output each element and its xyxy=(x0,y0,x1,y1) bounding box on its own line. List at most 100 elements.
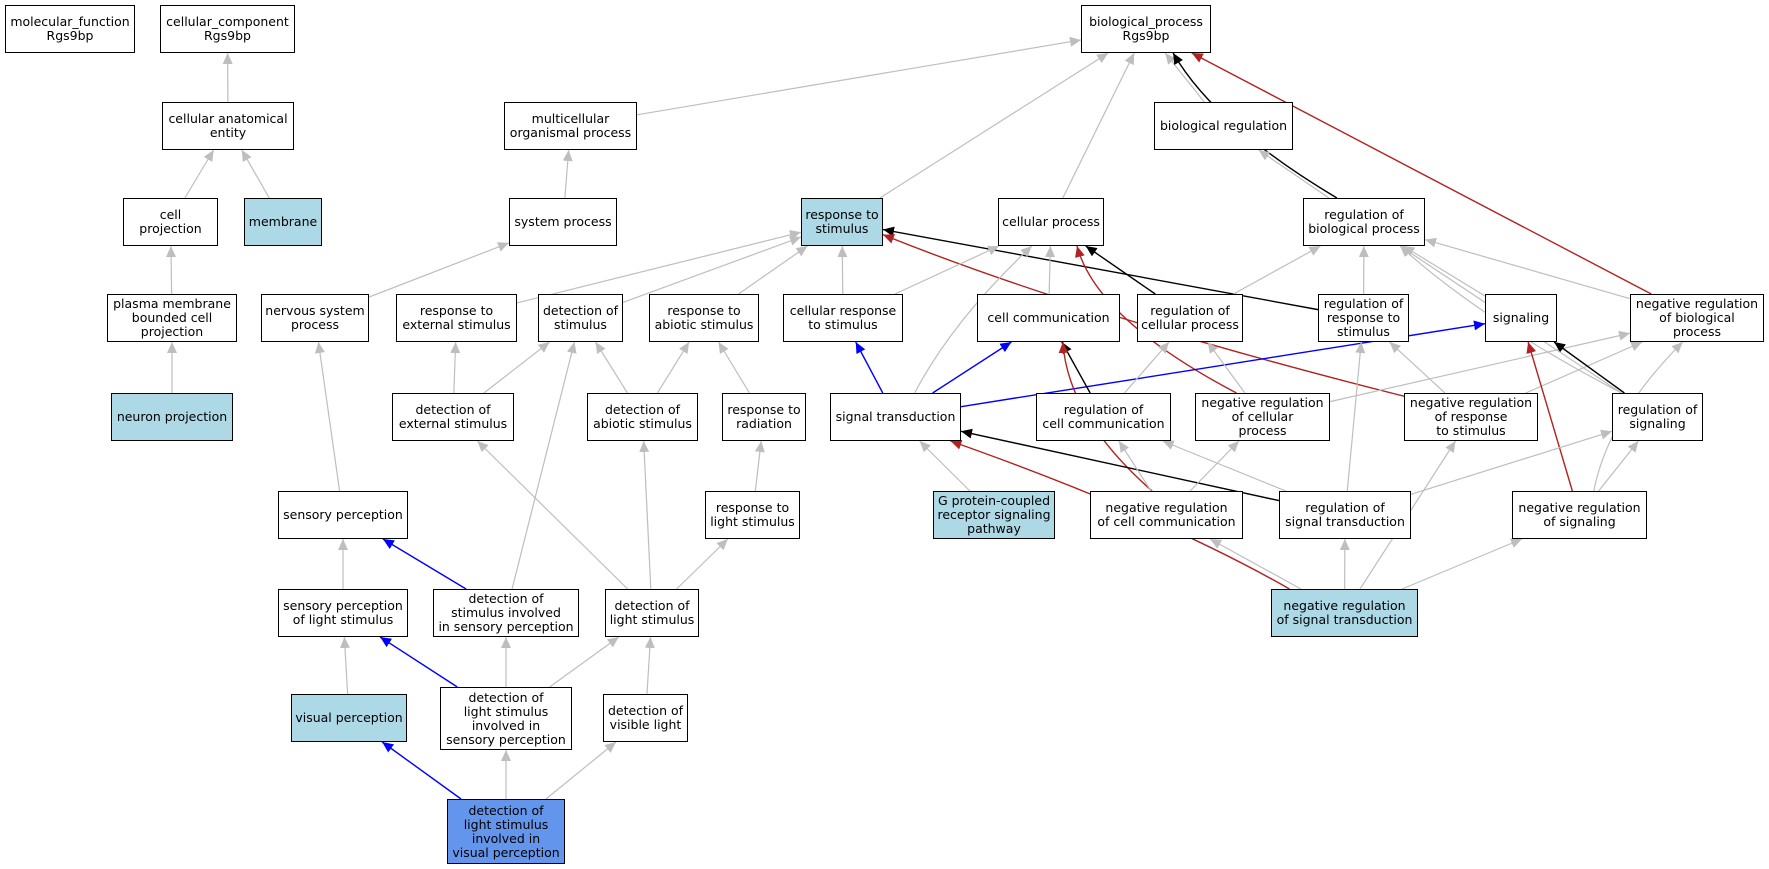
edge-is-a-rst-to-rsig xyxy=(1410,429,1613,495)
edge-negatively-regulates-nrbp-to-bp xyxy=(1191,52,1652,295)
edge-is-a-rts-to-bp xyxy=(879,52,1109,199)
node-regulation-of-signal-transduction[interactable]: regulation of signal transduction xyxy=(1279,491,1411,539)
node-sensory-perception-of-light-stimulus[interactable]: sensory perception of light stimulus xyxy=(278,589,408,637)
edge-regulates-rsig-to-sig xyxy=(1553,341,1625,394)
node-negative-regulation-of-signaling[interactable]: negative regulation of signaling xyxy=(1512,491,1647,539)
node-membrane[interactable]: membrane xyxy=(244,198,322,246)
node-response-to-abiotic-stimulus[interactable]: response to abiotic stimulus xyxy=(649,294,759,342)
edge-is-a-doas-to-rtas xyxy=(656,341,690,394)
edge-is-a-cproj-to-cae xyxy=(184,149,215,199)
edge-is-a-dos-to-rts xyxy=(622,236,802,303)
node-neuron-projection[interactable]: neuron projection xyxy=(111,393,233,441)
edge-is-a-rcc-to-rcp xyxy=(1124,341,1170,394)
node-detection-of-stimulus-involved-in-sensory-perception[interactable]: detection of stimulus involved in sensor… xyxy=(433,589,579,637)
edge-regulates-rcp-to-cellp xyxy=(1085,245,1156,295)
edge-is-a-dols-to-doas xyxy=(639,440,652,590)
edge-part-of-dolsisp-to-spls xyxy=(379,636,458,688)
node-detection-of-light-stimulus-involved-in-visual-perception[interactable]: detection of light stimulus involved in … xyxy=(447,799,565,864)
node-system-process[interactable]: system process xyxy=(509,198,617,246)
edge-is-a-doas-to-dos xyxy=(595,341,628,394)
node-negative-regulation-of-response-to-stimulus[interactable]: negative regulation of response to stimu… xyxy=(1404,393,1538,441)
edge-is-a-st-to-cellp xyxy=(914,245,1033,394)
edge-is-a-crts-to-cellp xyxy=(894,245,1000,295)
edge-negatively-regulates-nrsig-to-sig xyxy=(1526,341,1574,492)
node-negative-regulation-of-cell-communication[interactable]: negative regulation of cell communicatio… xyxy=(1090,491,1243,539)
node-detection-of-light-stimulus[interactable]: detection of light stimulus xyxy=(605,589,699,637)
node-response-to-external-stimulus[interactable]: response to external stimulus xyxy=(396,294,517,342)
node-cellular-response-to-stimulus[interactable]: cellular response to stimulus xyxy=(783,294,903,342)
node-multicellular-organismal-process[interactable]: multicellular organismal process xyxy=(504,102,637,150)
edge-is-a-nrsig-to-rsig xyxy=(1598,440,1639,492)
node-negative-regulation-of-biological-process[interactable]: negative regulation of biological proces… xyxy=(1630,294,1764,342)
edge-is-a-rtes-to-rts xyxy=(516,230,802,304)
node-regulation-of-response-to-stimulus[interactable]: regulation of response to stimulus xyxy=(1318,294,1409,342)
edge-is-a-breg-to-bp xyxy=(1164,52,1205,103)
edge-is-a-rbp-to-breg xyxy=(1258,149,1330,199)
node-signal-transduction[interactable]: signal transduction xyxy=(830,393,961,441)
node-detection-of-abiotic-stimulus[interactable]: detection of abiotic stimulus xyxy=(587,393,698,441)
node-regulation-of-cellular-process[interactable]: regulation of cellular process xyxy=(1137,294,1243,342)
edge-is-a-rst-to-rcc xyxy=(1162,440,1287,492)
node-molecular-function[interactable]: molecular_function Rgs9bp xyxy=(5,5,135,53)
node-negative-regulation-of-signal-transduction[interactable]: negative regulation of signal transducti… xyxy=(1271,589,1418,637)
edge-is-a-gpcr-to-st xyxy=(919,440,971,492)
node-detection-of-external-stimulus[interactable]: detection of external stimulus xyxy=(392,393,514,441)
node-plasma-membrane-bounded-cell-projection[interactable]: plasma membrane bounded cell projection xyxy=(107,294,237,342)
node-biological-process[interactable]: biological_process Rgs9bp xyxy=(1081,5,1211,53)
node-cell-projection[interactable]: cell projection xyxy=(123,198,218,246)
edge-is-a-nrbp-to-rbp xyxy=(1424,237,1631,300)
edge-is-a-dols-to-does xyxy=(476,440,629,590)
edge-is-a-does-to-rtes xyxy=(450,341,461,394)
edge-is-a-sp-to-nsp xyxy=(315,341,341,492)
node-nervous-system-process[interactable]: nervous system process xyxy=(261,294,369,342)
edge-is-a-rst-to-rrts xyxy=(1346,341,1366,492)
edge-is-a-rtr-to-rtas xyxy=(718,341,750,394)
edge-is-a-nsp-to-sysp xyxy=(368,242,510,298)
edge-is-a-mop-to-bp xyxy=(636,36,1082,116)
edge-negatively-regulates-nrcp-to-cellp xyxy=(1075,245,1237,394)
node-response-to-light-stimulus[interactable]: response to light stimulus xyxy=(705,491,800,539)
edge-is-a-dosisp-to-dos xyxy=(511,341,577,590)
edge-part-of-st-to-crts xyxy=(855,341,884,394)
node-regulation-of-cell-communication[interactable]: regulation of cell communication xyxy=(1036,393,1171,441)
edge-is-a-nrcp-to-rcp xyxy=(1207,341,1246,394)
edge-is-a-rcp-to-rbp xyxy=(1233,245,1321,295)
node-biological-regulation[interactable]: biological regulation xyxy=(1154,102,1293,150)
edge-part-of-dosisp-to-sp xyxy=(382,538,467,590)
edge-is-a-memb-to-cae xyxy=(241,149,270,199)
node-response-to-stimulus[interactable]: response to stimulus xyxy=(801,198,883,246)
node-detection-of-light-stimulus-involved-in-sensory-perception[interactable]: detection of light stimulus involved in … xyxy=(440,687,572,750)
edge-is-a-nrst-to-nrcc xyxy=(1209,538,1302,590)
edge-regulates-rst-to-st xyxy=(960,428,1280,502)
node-detection-of-visible-light[interactable]: detection of visible light xyxy=(603,694,688,742)
edge-is-a-cellp-to-bp xyxy=(1062,52,1135,199)
node-cellular-process[interactable]: cellular process xyxy=(998,198,1104,246)
node-g-protein-coupled-receptor-signaling-pathway[interactable]: G protein-coupled receptor signaling pat… xyxy=(933,491,1055,539)
node-detection-of-stimulus[interactable]: detection of stimulus xyxy=(538,294,623,342)
edge-is-a-vp-to-spls xyxy=(340,636,350,695)
edge-is-a-sig-to-rbp xyxy=(1402,245,1486,297)
edge-is-a-rtas-to-rts xyxy=(738,245,808,295)
edge-regulates-rrts-to-rts xyxy=(882,226,1319,311)
edge-is-a-ccom-to-cellp xyxy=(1045,245,1056,295)
edge-is-a-nrcc-to-nrcp xyxy=(1189,440,1240,492)
edge-is-a-pmb-to-cproj xyxy=(166,245,177,295)
edge-is-a-nrcp-to-nrbp xyxy=(1329,330,1631,403)
edge-is-a-nrrts-to-rrts xyxy=(1389,341,1446,394)
edge-is-a-dolsivp-to-dovl xyxy=(545,741,617,800)
node-cell-communication[interactable]: cell communication xyxy=(977,294,1120,342)
node-sensory-perception[interactable]: sensory perception xyxy=(278,491,408,539)
node-regulation-of-signaling[interactable]: regulation of signaling xyxy=(1612,393,1703,441)
node-cellular-anatomical-entity[interactable]: cellular anatomical entity xyxy=(162,102,294,150)
edge-part-of-st-to-ccom xyxy=(932,341,1012,394)
edge-is-a-dols-to-rtls xyxy=(676,538,729,590)
node-negative-regulation-of-cellular-process[interactable]: negative regulation of cellular process xyxy=(1195,393,1330,441)
edge-is-a-crts-to-rts xyxy=(837,245,848,295)
node-signaling[interactable]: signaling xyxy=(1485,294,1557,342)
node-response-to-radiation[interactable]: response to radiation xyxy=(722,393,806,441)
node-regulation-of-biological-process[interactable]: regulation of biological process xyxy=(1303,198,1425,246)
edge-is-a-nrst-to-nrsig xyxy=(1401,538,1523,590)
node-cellular-component[interactable]: cellular_component Rgs9bp xyxy=(160,5,295,53)
node-visual-perception[interactable]: visual perception xyxy=(291,694,407,742)
